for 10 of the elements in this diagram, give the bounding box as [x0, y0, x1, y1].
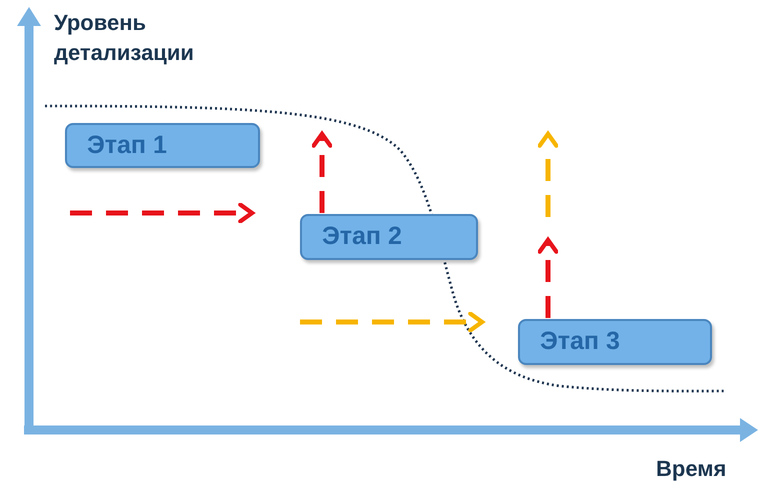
- arrow: [312, 132, 332, 213]
- stage-box: [65, 123, 260, 168]
- stage-label: Этап 3: [540, 326, 620, 358]
- stage-box: [518, 319, 712, 365]
- stage-box: [300, 214, 478, 260]
- stage-label: Этап 1: [87, 130, 167, 161]
- axis-label: Время: [656, 455, 726, 481]
- stage-label: Этап 2: [322, 221, 402, 252]
- axis-label: Уровень детализации: [54, 9, 195, 67]
- arrow: [538, 238, 558, 318]
